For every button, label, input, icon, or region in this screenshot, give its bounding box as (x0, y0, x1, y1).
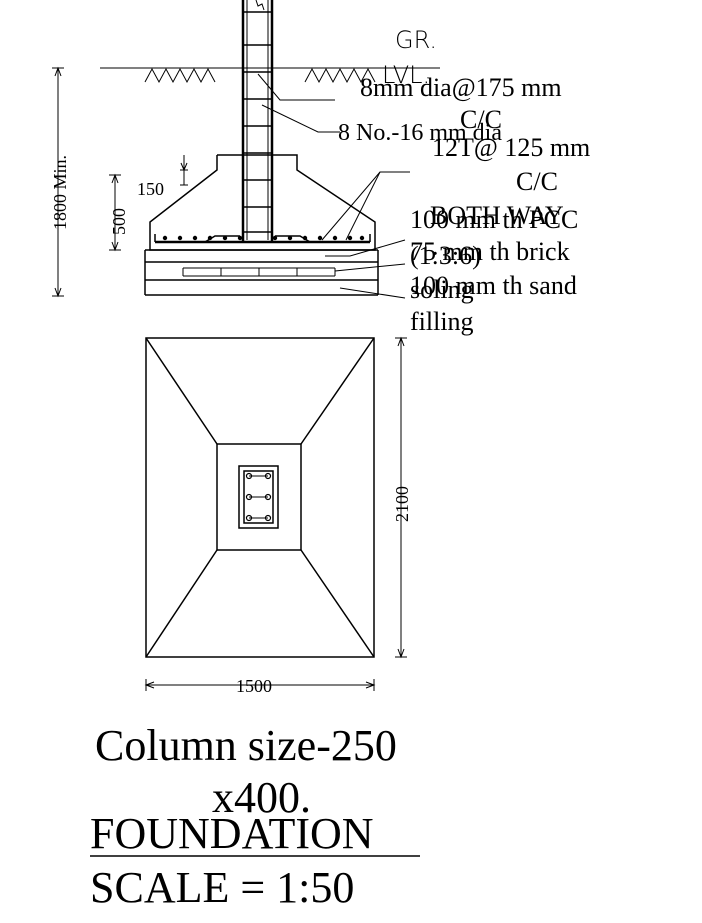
drawing-title: FOUNDATION (90, 809, 374, 858)
stirrup-cc-label: C/C (460, 105, 502, 134)
footing-depth-label: 500 (109, 208, 129, 235)
plan-length-label: 2100 (392, 486, 412, 522)
edge-dimension (180, 155, 188, 186)
plan-length-dimension (395, 336, 407, 659)
mesh-label-1: 12T@ 125 mm (432, 133, 590, 162)
stirrups (243, 11, 272, 233)
leader-lines (257, 73, 410, 299)
mesh-label-2: C/C (516, 167, 558, 196)
plan-view (145, 337, 375, 658)
both-way-label: BOTH WAY (430, 201, 564, 230)
mesh-bar-dots (162, 235, 365, 241)
plan-width-dimension (144, 679, 376, 691)
brick-joints (182, 267, 336, 277)
depth-min-label: 1800 Min. (50, 155, 70, 230)
plan-stirrups (249, 475, 268, 519)
pcc-mix-label: (1:3:6) (410, 241, 481, 270)
column-size-note-2: x400. (212, 773, 311, 822)
tapered-edge-label: 150 (137, 179, 164, 199)
ground-hatch-left (144, 67, 216, 84)
column-section (241, 0, 274, 242)
stirrup-label: 8mm dia@175 mm (360, 73, 562, 102)
sand-label-2: filling (410, 307, 474, 336)
brick-label-2: soling (410, 275, 474, 304)
ground-level-label-2: LVL. (382, 61, 430, 89)
drawing-scale: SCALE = 1:50 (90, 863, 354, 912)
brick-label-1: 75 mm th brick (410, 237, 570, 266)
depth-dimension (52, 66, 64, 298)
sand-label-1: 100 mm th sand (410, 271, 577, 300)
main-bars-label: 8 No.-16 mm dia (338, 120, 502, 146)
footing-dimension (109, 173, 121, 252)
column-size-note: Column size-250 (95, 721, 397, 770)
ground-level-label-1: GR. (395, 26, 437, 54)
plan-width-label: 1500 (236, 676, 272, 696)
section-view (52, 0, 440, 299)
pcc-label: 100 mm th PCC (410, 205, 578, 234)
ground-hatch-right (304, 67, 376, 84)
